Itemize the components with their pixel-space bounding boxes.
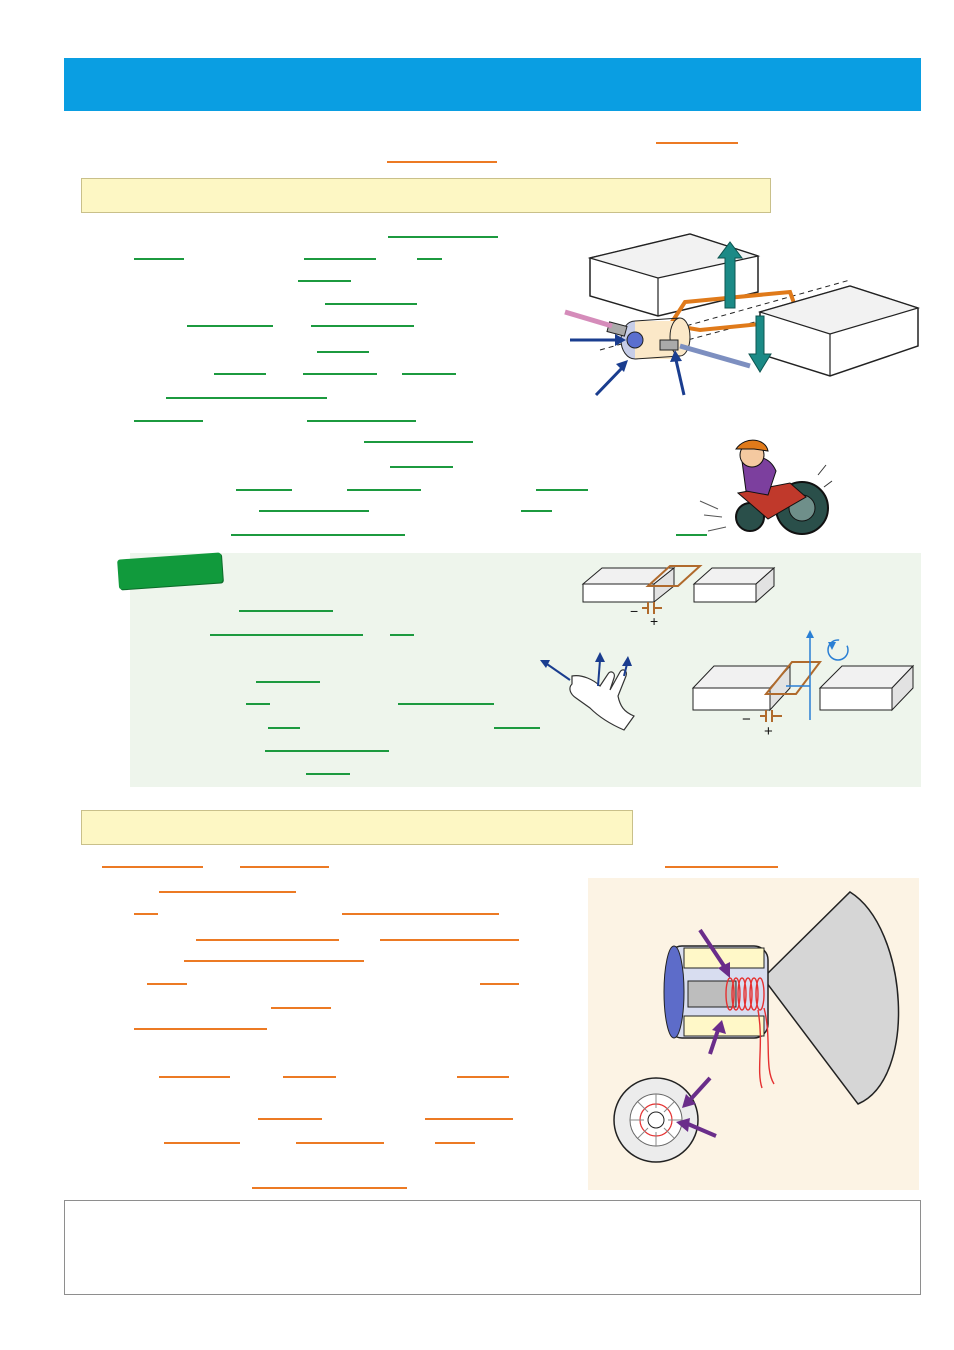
footer-note-box — [64, 1200, 921, 1295]
small-loop-diagram: − + — [581, 565, 776, 629]
blank — [435, 1142, 475, 1144]
blank — [303, 373, 377, 375]
blank — [159, 1076, 230, 1078]
crt-coil-diagram — [613, 891, 900, 1163]
blank — [390, 466, 453, 468]
blank — [271, 1007, 331, 1009]
blank — [665, 866, 778, 868]
blank — [258, 1118, 322, 1120]
blank — [159, 891, 296, 893]
blank — [402, 373, 456, 375]
polarity-minus-2: − — [742, 711, 751, 728]
blank — [240, 866, 329, 868]
blank — [425, 1118, 513, 1120]
blank — [134, 1028, 267, 1030]
blank — [325, 303, 417, 305]
blank — [184, 960, 364, 962]
blank — [210, 634, 363, 636]
polarity-minus: − — [630, 603, 638, 619]
polarity-plus-2: + — [764, 723, 773, 740]
blank — [311, 325, 414, 327]
blank — [398, 703, 494, 705]
blank — [417, 258, 442, 260]
blank — [676, 534, 707, 536]
blank — [187, 325, 273, 327]
blank — [166, 397, 327, 399]
blank — [252, 1187, 407, 1189]
blank — [342, 913, 499, 915]
blank — [246, 703, 270, 705]
blank — [304, 258, 376, 260]
magnet-loop-diagram — [564, 233, 921, 397]
motorcycle-rider-cartoon — [699, 439, 833, 535]
blank — [259, 510, 369, 512]
blank — [494, 727, 540, 729]
blank — [480, 983, 519, 985]
blank — [347, 489, 421, 491]
blank — [236, 489, 292, 491]
blank — [283, 1076, 336, 1078]
blank — [306, 773, 350, 775]
blank — [457, 1076, 509, 1078]
blank — [134, 420, 203, 422]
blank — [214, 373, 266, 375]
blank — [521, 510, 552, 512]
header-bar — [64, 58, 921, 111]
blank — [307, 420, 416, 422]
blank — [164, 1142, 240, 1144]
blank — [268, 727, 300, 729]
blank — [388, 236, 498, 238]
section1-heading-box — [81, 178, 771, 213]
blank — [364, 441, 473, 443]
blank — [380, 939, 519, 941]
blank — [134, 913, 158, 915]
blank — [317, 351, 369, 353]
blank — [239, 610, 333, 612]
section2-heading-box — [81, 810, 633, 845]
blank — [102, 866, 203, 868]
blank — [256, 681, 320, 683]
blank — [134, 258, 184, 260]
hand-rule-icon — [540, 652, 635, 731]
blank — [296, 1142, 384, 1144]
polarity-plus: + — [650, 613, 658, 629]
intro-blank-1 — [656, 142, 738, 144]
blank — [196, 939, 339, 941]
rotating-loop-diagram: − + — [691, 630, 915, 740]
blank — [536, 489, 588, 491]
rotation-arrow-icon — [827, 639, 849, 661]
blank — [390, 634, 414, 636]
blank — [147, 983, 187, 985]
blank — [298, 280, 351, 282]
intro-blank-2 — [387, 161, 497, 163]
blank — [265, 750, 389, 752]
blank — [231, 534, 405, 536]
